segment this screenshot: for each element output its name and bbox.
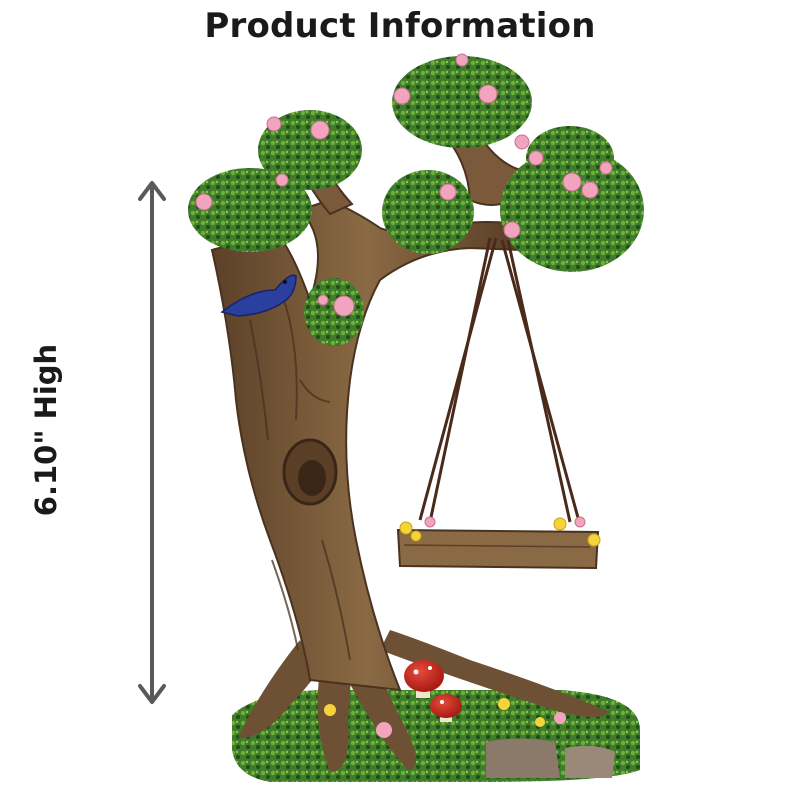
page-title: Product Information [204,6,596,46]
bark-details [249,299,351,661]
height-dimension-arrow [138,181,166,704]
tree-trunk [210,198,521,692]
tree-roots [238,630,610,772]
ground-flowers [324,698,566,738]
blossoms [195,53,613,317]
swing-seat [396,516,601,570]
mushrooms [404,660,462,722]
bluebird-figure [220,274,297,317]
swing-ropes [418,237,582,526]
